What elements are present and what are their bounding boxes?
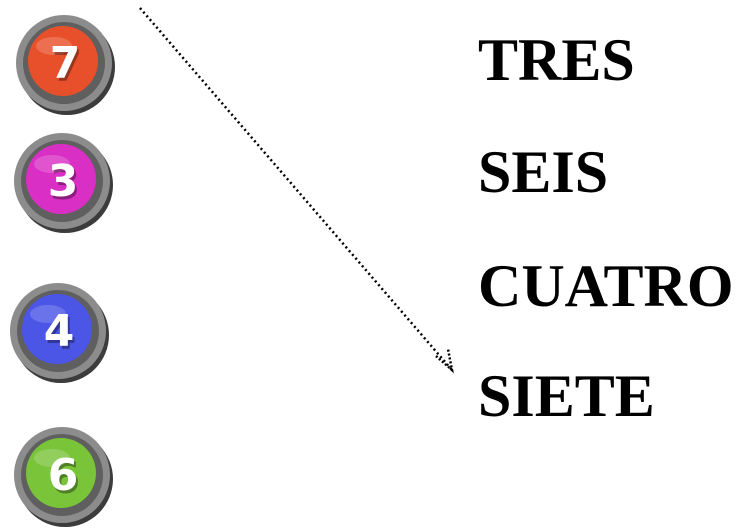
badge-circle xyxy=(16,15,115,115)
word-seis[interactable]: SEIS xyxy=(478,139,609,205)
word-cuatro[interactable]: CUATRO xyxy=(478,253,734,319)
arrow-head-icon xyxy=(435,348,454,374)
number-badge-4[interactable]: 4 xyxy=(6,278,112,384)
dotted-line xyxy=(139,7,453,371)
number-badge-7[interactable]: 7 xyxy=(12,10,118,116)
badge-circle xyxy=(10,283,109,383)
word-siete[interactable]: SIETE xyxy=(478,363,655,429)
number-badge-6[interactable]: 6 xyxy=(10,422,116,528)
badge-circle xyxy=(14,133,113,233)
word-tres[interactable]: TRES xyxy=(478,27,635,93)
badge-circle xyxy=(14,427,113,527)
number-badge-3[interactable]: 3 xyxy=(10,128,116,234)
